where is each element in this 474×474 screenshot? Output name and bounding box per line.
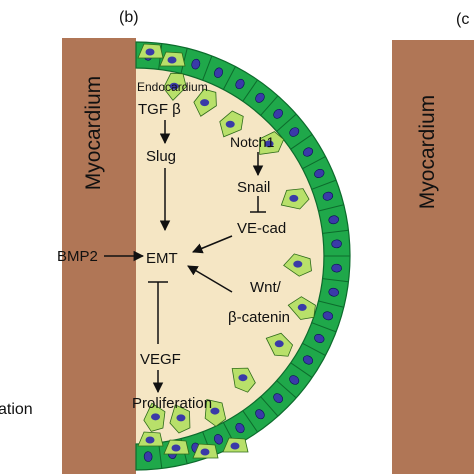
cell-border [276, 380, 297, 399]
vegf-label: VEGF [140, 351, 181, 368]
snail-label: Snail [237, 179, 270, 196]
panel-c-label: (c [456, 11, 469, 28]
myocardium-label-b: Myocardium [82, 76, 105, 190]
cell-nucleus [210, 407, 220, 415]
cell-border [242, 79, 258, 102]
cell-nucleus [273, 109, 283, 119]
panel-b-label: (b) [119, 9, 139, 26]
proliferation-label: Proliferation [132, 395, 212, 412]
cell-border [276, 113, 297, 132]
cell-border [290, 362, 313, 378]
cell-nucleus [302, 147, 314, 157]
cell-nucleus [235, 78, 245, 90]
cell-border [318, 300, 344, 308]
arrow-wnt-emt [187, 265, 233, 293]
cell-nucleus [214, 67, 223, 78]
cell-nucleus [151, 413, 161, 421]
cell-border [158, 442, 163, 469]
cell-nucleus [176, 414, 186, 422]
cell-nucleus [255, 409, 265, 420]
cell-nucleus [289, 194, 299, 202]
cell-nucleus [273, 393, 283, 403]
cell-nucleus [293, 260, 303, 268]
cell-nucleus [302, 355, 314, 365]
cell-nucleus [191, 58, 201, 70]
emt-label: EMT [146, 250, 178, 267]
cell-border [242, 410, 258, 433]
cell-nucleus [169, 82, 179, 90]
cell-nucleus [264, 140, 274, 148]
slug-label: Slug [146, 148, 176, 165]
cell-nucleus [145, 48, 155, 56]
cell-border [322, 229, 349, 234]
cell-nucleus [322, 191, 334, 201]
cell-nucleus [214, 434, 223, 445]
cell-border [311, 179, 337, 190]
cell-border [302, 156, 326, 170]
cell-border [222, 66, 236, 90]
cell-nucleus [238, 374, 248, 382]
cell-nucleus [145, 436, 155, 444]
cell-border [318, 204, 344, 212]
left-fragment-text: ation [0, 401, 33, 418]
bmp2-label: BMP2 [57, 248, 98, 265]
myocardium-band-c [392, 40, 474, 474]
cell-nucleus [274, 340, 284, 348]
cell-border [202, 55, 213, 81]
bcatenin-label: β-catenin [228, 309, 290, 326]
cell-nucleus [200, 99, 210, 107]
cell-nucleus [171, 444, 181, 452]
cell-nucleus [331, 239, 342, 249]
cell-nucleus [328, 215, 339, 225]
cell-border [311, 322, 337, 333]
cell-border [302, 342, 326, 356]
endocardium-label: Endocardium [137, 80, 208, 94]
vecad-label: VE-cad [237, 220, 286, 237]
tgfb-label: TGF β [138, 101, 181, 118]
wnt-label: Wnt/ [250, 279, 282, 296]
cell-nucleus [314, 334, 325, 343]
cell-border [260, 396, 279, 417]
cell-nucleus [230, 442, 240, 450]
cell-border [290, 134, 313, 150]
notch1-label: Notch1 [230, 134, 275, 150]
myocardium-label-c: Myocardium [416, 95, 439, 209]
endocardial-lining [135, 41, 351, 471]
cell-nucleus [331, 263, 342, 273]
cell-nucleus [297, 303, 307, 311]
cell-nucleus [200, 448, 210, 456]
cell-nucleus [235, 422, 245, 434]
cell-border [322, 278, 349, 283]
cell-nucleus [314, 169, 325, 178]
cell-nucleus [143, 451, 153, 462]
cell-nucleus [289, 127, 300, 137]
cell-nucleus [322, 311, 334, 321]
cell-nucleus [328, 287, 339, 297]
arrow-vecad-emt [192, 235, 233, 254]
mesenchymal-cells [137, 43, 316, 459]
cell-nucleus [255, 92, 265, 103]
cell-nucleus [289, 375, 300, 385]
cell-border [260, 95, 279, 116]
cell-nucleus [225, 120, 235, 128]
cell-nucleus [167, 56, 177, 64]
